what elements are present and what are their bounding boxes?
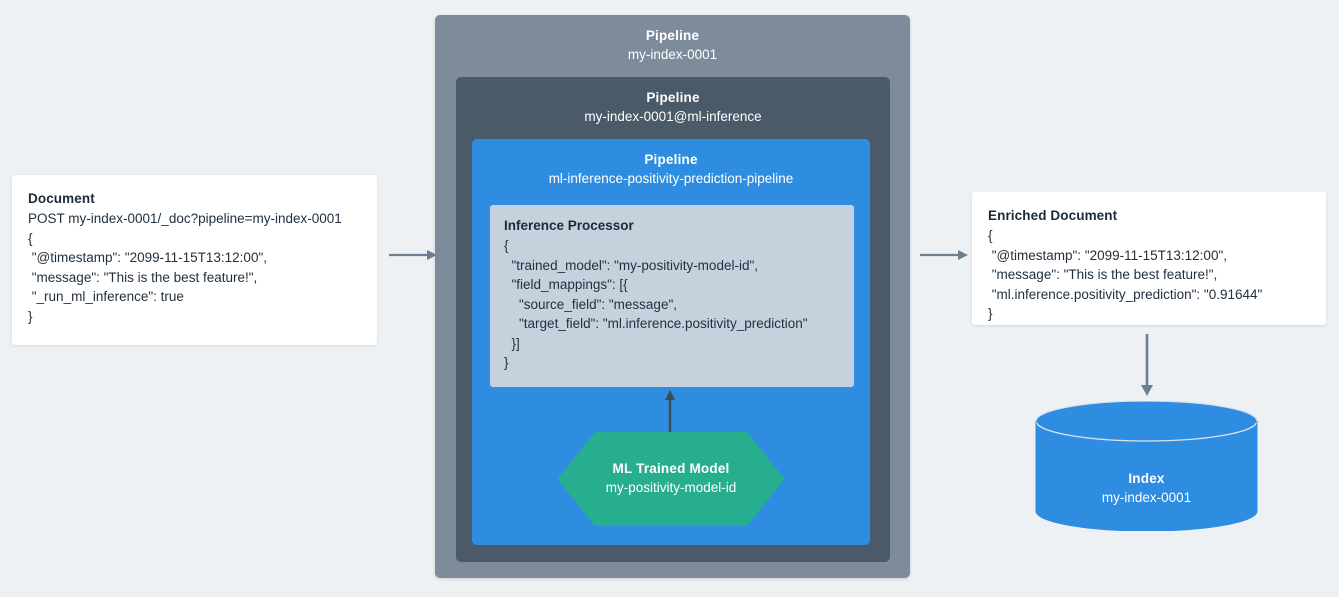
inference-processor-box: Inference Processor { "trained_model": "… [490, 205, 854, 387]
inference-processor-line: { [504, 238, 509, 253]
pipeline-mid-header: Pipeline my-index-0001@ml-inference [456, 77, 890, 127]
enriched-document-card-line: { [988, 228, 993, 243]
document-card-line: "message": "This is the best feature!", [28, 269, 258, 285]
inference-processor-line: "source_field": "message", [504, 296, 677, 312]
pipeline-mid-name: my-index-0001@ml-inference [584, 109, 762, 124]
document-card-title: Document [28, 191, 95, 206]
inference-processor-title: Inference Processor [504, 218, 634, 233]
arrow-model-to-processor [663, 390, 677, 432]
pipeline-inner-name: ml-inference-positivity-prediction-pipel… [548, 171, 794, 186]
enriched-document-card-title: Enriched Document [988, 208, 1118, 223]
inference-processor-line: "trained_model": "my-positivity-model-id… [504, 257, 759, 273]
enriched-document-card: Enriched Document { "@timestamp": "2099-… [972, 192, 1326, 325]
inference-processor-line: }] [504, 335, 520, 351]
document-card-line: { [28, 230, 33, 246]
pipeline-mid-title: Pipeline [646, 90, 700, 105]
pipeline-inner-header: Pipeline ml-inference-positivity-predict… [472, 139, 870, 189]
inference-processor-line: "field_mappings": [{ [504, 277, 628, 292]
document-card: Document POST my-index-0001/_doc?pipelin… [12, 175, 377, 345]
enriched-document-card-line: "message": "This is the best feature!", [988, 267, 1218, 282]
arrow-enriched-to-index [1140, 334, 1154, 396]
ml-trained-model-hexagon: ML Trained Model my-positivity-model-id [558, 432, 784, 526]
enriched-document-card-line: } [988, 306, 993, 321]
pipeline-outer-header: Pipeline my-index-0001 [435, 15, 910, 65]
enriched-document-card-line: "ml.inference.positivity_prediction": "0… [988, 286, 1263, 302]
pipeline-outer-title: Pipeline [645, 28, 700, 43]
pipeline-inner-title: Pipeline [644, 152, 698, 167]
inference-processor-line: "target_field": "ml.inference.positivity… [504, 316, 808, 331]
inference-processor-line: } [504, 355, 509, 370]
document-card-line: POST my-index-0001/_doc?pipeline=my-inde… [28, 211, 342, 226]
pipeline-outer-name: my-index-0001 [627, 47, 718, 62]
index-cylinder: Index my-index-0001 [1034, 401, 1259, 531]
document-card-line: "@timestamp": "2099-11-15T13:12:00", [28, 250, 267, 265]
document-card-line: } [28, 308, 33, 324]
document-card-line: "_run_ml_inference": true [28, 289, 184, 304]
arrow-pipeline-to-enriched [920, 248, 968, 262]
enriched-document-card-line: "@timestamp": "2099-11-15T13:12:00", [988, 247, 1227, 263]
arrow-document-to-pipeline [389, 248, 437, 262]
